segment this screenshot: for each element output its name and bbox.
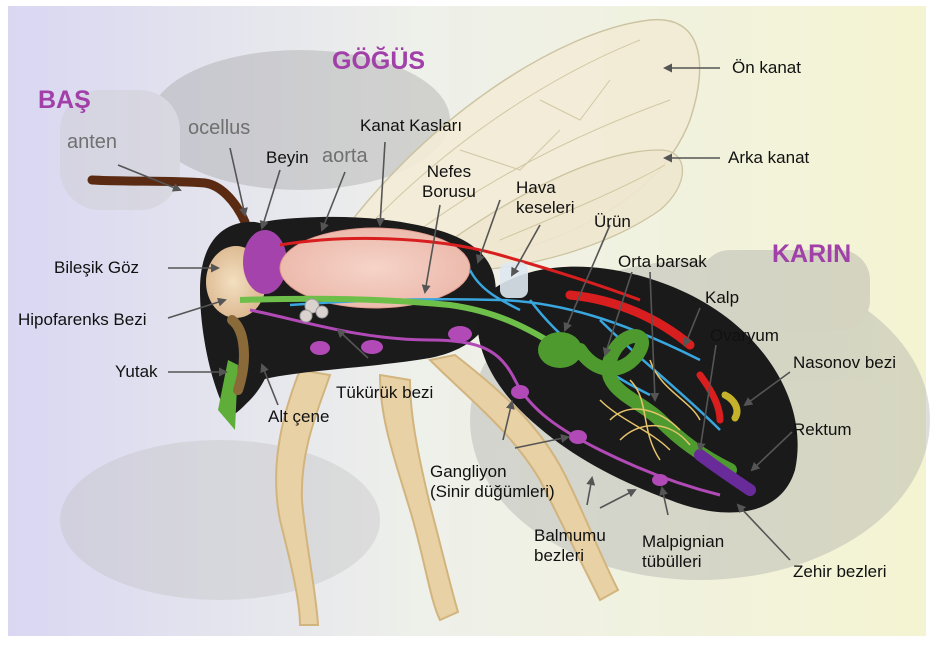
label-malpighian-line1: Malpignian: [642, 532, 724, 552]
label-malpighian-line2: tübülleri: [642, 552, 724, 572]
label-air-sacs-line2: keseleri: [516, 198, 575, 218]
section-abdomen-title: KARIN: [772, 240, 851, 268]
label-air-sacs: Hava keseleri: [516, 178, 575, 218]
label-trachea-line2: Borusu: [422, 182, 476, 202]
label-heart: Kalp: [705, 288, 739, 308]
label-ocellus: ocellus: [188, 118, 250, 138]
label-salivary-gland: Tükürük bezi: [336, 383, 433, 403]
label-midgut: Orta barsak: [618, 252, 707, 272]
label-brain: Beyin: [266, 148, 309, 168]
label-ganglion-line1: Gangliyon: [430, 462, 555, 482]
label-malpighian-tubules: Malpignian tübülleri: [642, 532, 724, 572]
label-wing-muscles: Kanat Kasları: [360, 116, 462, 136]
label-wax-glands: Balmumu bezleri: [534, 526, 606, 566]
label-hypopharyngeal-gland: Hipofarenks Bezi: [18, 310, 147, 330]
section-head-title: BAŞ: [38, 86, 91, 114]
label-trachea: Nefes Borusu: [422, 162, 476, 202]
label-ovary: Ovaryum: [710, 326, 779, 346]
label-crop: Ürün: [594, 212, 631, 232]
label-aorta: aorta: [322, 146, 368, 166]
label-mandible: Alt çene: [268, 407, 329, 427]
label-ganglion-line2: (Sinir düğümleri): [430, 482, 555, 502]
label-nasonov-gland: Nasonov bezi: [793, 353, 896, 373]
brain: [243, 230, 287, 294]
label-hindwing: Arka kanat: [728, 148, 809, 168]
label-wax-glands-line1: Balmumu: [534, 526, 606, 546]
label-rectum: Rektum: [793, 420, 852, 440]
label-air-sacs-line1: Hava: [516, 178, 575, 198]
air-sacs: [500, 262, 528, 298]
label-pharynx: Yutak: [115, 362, 158, 382]
section-thorax-title: GÖĞÜS: [332, 47, 425, 75]
label-antenna: anten: [67, 132, 117, 152]
label-venom-glands: Zehir bezleri: [793, 562, 887, 582]
label-compound-eye: Bileşik Göz: [54, 258, 139, 278]
label-wax-glands-line2: bezleri: [534, 546, 606, 566]
label-ganglion: Gangliyon (Sinir düğümleri): [430, 462, 555, 502]
label-forewing: Ön kanat: [732, 58, 801, 78]
label-trachea-line1: Nefes: [422, 162, 476, 182]
